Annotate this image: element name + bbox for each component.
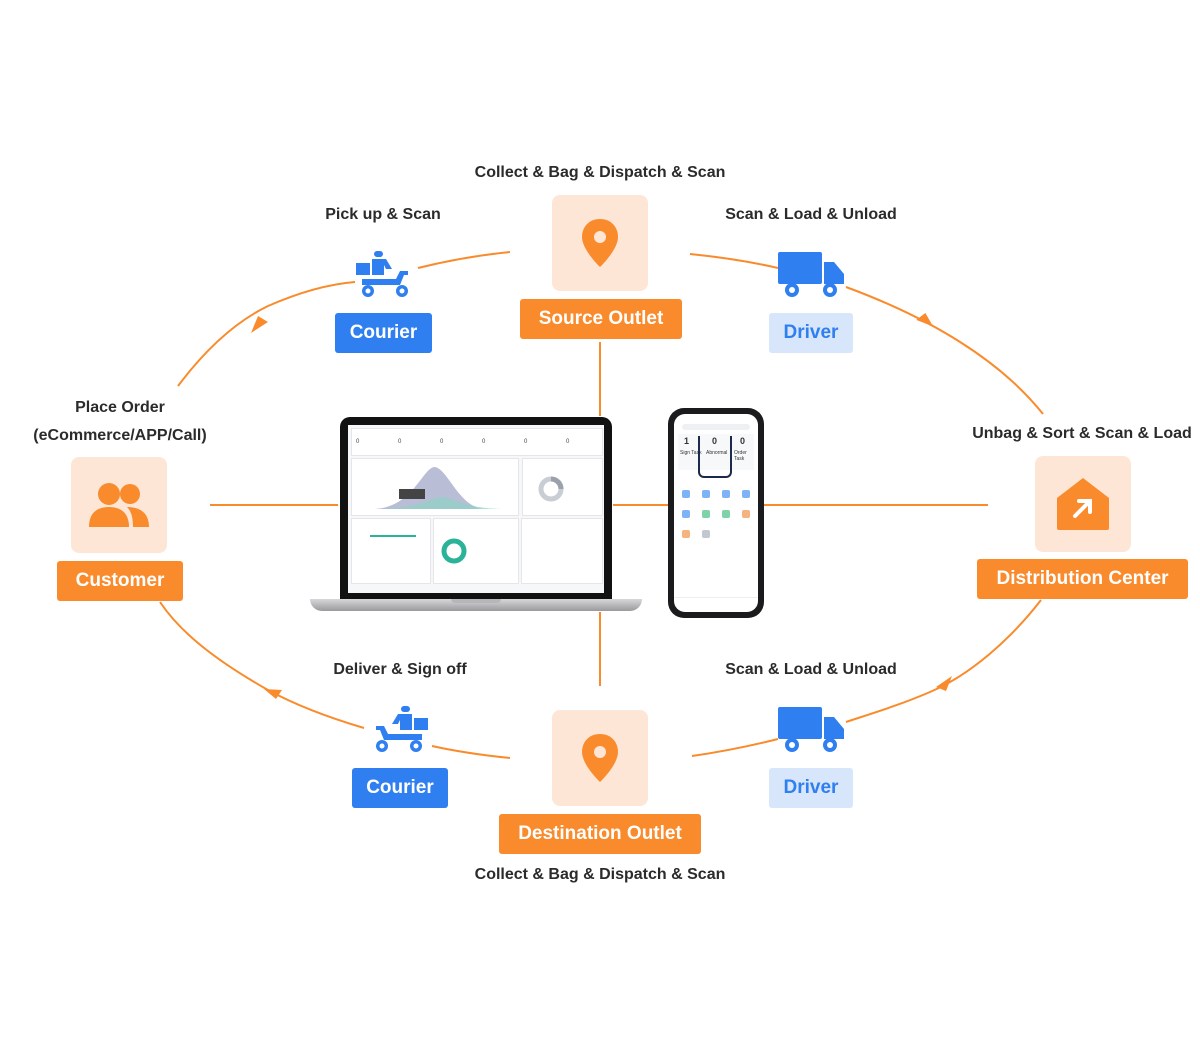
arrow-head-1 <box>251 316 268 333</box>
source-outlet-label: Source Outlet <box>520 299 682 339</box>
deliver-caption: Deliver & Sign off <box>333 661 467 678</box>
courier-scooter-icon <box>354 243 414 299</box>
arc-source-driver <box>689 253 779 269</box>
driver-bottom-label: Driver <box>769 768 853 808</box>
arrow-head-2 <box>916 313 934 327</box>
truck-icon <box>778 250 844 298</box>
location-pin-icon <box>582 219 618 267</box>
place-order-channels-caption: (eCommerce/APP/Call) <box>33 427 207 444</box>
phone-icon-grid <box>682 490 750 550</box>
scan-load-bottom-caption: Scan & Load & Unload <box>725 661 897 678</box>
phone-tab-bar <box>674 597 758 612</box>
driver-top-label: Driver <box>769 313 853 353</box>
laptop-base <box>310 599 642 611</box>
customer-tile <box>71 457 167 553</box>
dashboard-list-card <box>521 518 603 584</box>
customer-label: Customer <box>57 561 183 601</box>
dashboard-progress-card <box>351 518 431 584</box>
dashboard-screen: 0 0 0 0 0 0 <box>348 425 604 593</box>
courier-bottom-label: Courier <box>352 768 448 808</box>
unbag-caption: Unbag & Sort & Scan & Load <box>972 425 1192 442</box>
arc-dest-courier <box>431 745 511 759</box>
laptop-notch <box>451 599 501 603</box>
arc-courier-source <box>417 251 511 269</box>
dashboard-donut-card <box>522 458 603 516</box>
arc-driver-dest <box>691 738 779 757</box>
source-outlet-tile <box>552 195 648 291</box>
phone-search-bar <box>682 424 750 430</box>
phone-app: 1 0 0 Sign Task Abnormal Order Task <box>668 408 764 618</box>
arrow-head-4 <box>264 689 282 699</box>
source-outlet-caption: Collect & Bag & Dispatch & Scan <box>474 164 726 181</box>
customers-icon <box>89 483 149 527</box>
destination-outlet-tile <box>552 710 648 806</box>
phone-stats-panel: 1 0 0 Sign Task Abnormal Order Task <box>678 434 754 470</box>
warehouse-icon <box>1057 478 1109 530</box>
arc-customer-courier <box>177 281 356 387</box>
phone-screen: 1 0 0 Sign Task Abnormal Order Task <box>674 414 758 612</box>
courier-top-label: Courier <box>335 313 432 353</box>
dashboard-donut-card-2 <box>433 518 519 584</box>
arrow-head-3 <box>936 676 952 691</box>
laptop-dashboard: 0 0 0 0 0 0 <box>340 417 612 599</box>
courier-scooter-icon <box>370 698 430 754</box>
location-pin-icon <box>582 734 618 782</box>
truck-icon <box>778 705 844 753</box>
destination-outlet-label: Destination Outlet <box>499 814 701 854</box>
dashboard-area-chart <box>351 458 519 516</box>
place-order-caption: Place Order <box>75 399 165 416</box>
distribution-center-tile <box>1035 456 1131 552</box>
arc-driver-dc <box>845 286 1044 415</box>
destination-outlet-caption: Collect & Bag & Dispatch & Scan <box>474 866 726 883</box>
distribution-center-label: Distribution Center <box>977 559 1188 599</box>
pickup-caption: Pick up & Scan <box>325 206 441 223</box>
phone-notch-overlay <box>698 436 732 478</box>
arc-dc-driver <box>845 599 1042 723</box>
dashboard-kpi-row: 0 0 0 0 0 0 <box>351 428 603 456</box>
scan-load-top-caption: Scan & Load & Unload <box>725 206 897 223</box>
